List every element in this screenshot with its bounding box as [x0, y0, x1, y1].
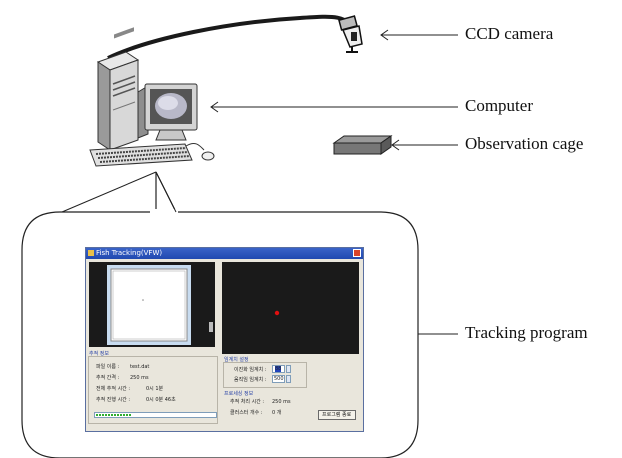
monitor-icon	[137, 83, 198, 141]
motion-threshold-value: 500	[274, 376, 284, 382]
tracking-info-label-3: 전체 추적 시간 :	[96, 386, 131, 392]
tracking-info-label-4: 추적 진행 시간 :	[96, 397, 131, 403]
close-icon[interactable]	[353, 249, 361, 257]
tracking-info-value-4: 0시 0분 46초	[146, 397, 176, 403]
tracking-info-header: 추적 정보	[89, 351, 109, 357]
binarize-threshold-spinner[interactable]	[286, 365, 291, 373]
tracking-info-group	[88, 356, 218, 424]
ccd-camera-label: CCD camera	[465, 24, 554, 43]
motion-threshold-input[interactable]: 500	[272, 375, 285, 383]
window-titlebar: Fish Tracking(VFW)	[86, 248, 363, 259]
observation-cage-label: Observation cage	[465, 134, 584, 153]
tracking-info-value-1: test.dat	[130, 364, 150, 370]
tracking-info-value-2: 250 ms	[130, 375, 149, 381]
callout-pointer-right	[155, 171, 177, 213]
keyboard-icon	[89, 143, 193, 167]
tracking-view-panel	[222, 262, 359, 354]
tracking-info-value-3: 0시 1분	[146, 386, 164, 392]
tracking-program-window: Fish Tracking(VFW) 추적 정보 파일 이름 : test.da…	[85, 247, 364, 432]
computer-label: Computer	[465, 96, 533, 115]
callout-gap	[150, 209, 178, 214]
end-program-button[interactable]: 프로그램 종료	[318, 410, 356, 420]
tracking-program-label: Tracking program	[465, 323, 588, 342]
binarize-threshold-input[interactable]: 88	[272, 365, 285, 373]
program-info-label-2: 클러스터 개수 :	[230, 410, 263, 416]
tracking-info-label-1: 파일 이름 :	[96, 364, 120, 370]
cage-view	[107, 265, 213, 345]
threshold-header: 임계치 설정	[224, 357, 249, 363]
observation-cage-icon	[332, 135, 393, 155]
camera-cable	[107, 14, 354, 60]
program-info-header: 프로세싱 정보	[224, 391, 254, 397]
program-info-value-1: 250 ms	[272, 399, 291, 405]
ccd-camera-icon	[338, 15, 363, 53]
tracking-progress-fill	[96, 414, 132, 416]
mouse-icon	[185, 143, 215, 161]
threshold-group	[223, 362, 307, 388]
window-title: Fish Tracking(VFW)	[96, 249, 163, 257]
binarize-threshold-value: 88	[275, 366, 282, 372]
callout-pointer	[61, 171, 157, 213]
program-info-label-1: 추적 처리 시간 :	[230, 399, 265, 405]
app-icon	[88, 250, 94, 256]
label-arrows	[210, 29, 458, 340]
binarize-threshold-label: 이진화 임계치 :	[234, 367, 267, 373]
end-program-label: 프로그램 종료	[322, 412, 352, 418]
tracked-fish-marker	[274, 310, 280, 316]
motion-threshold-label: 움직임 임계치 :	[234, 377, 267, 383]
tracking-view	[274, 310, 280, 316]
program-info-value-2: 0 개	[272, 410, 282, 416]
tracking-info-label-2: 추적 간격 :	[96, 375, 120, 381]
cage-view-panel	[89, 262, 215, 347]
motion-threshold-spinner[interactable]	[286, 375, 291, 383]
tracking-progress-bar	[94, 412, 217, 418]
computer-tower-icon	[96, 27, 140, 151]
